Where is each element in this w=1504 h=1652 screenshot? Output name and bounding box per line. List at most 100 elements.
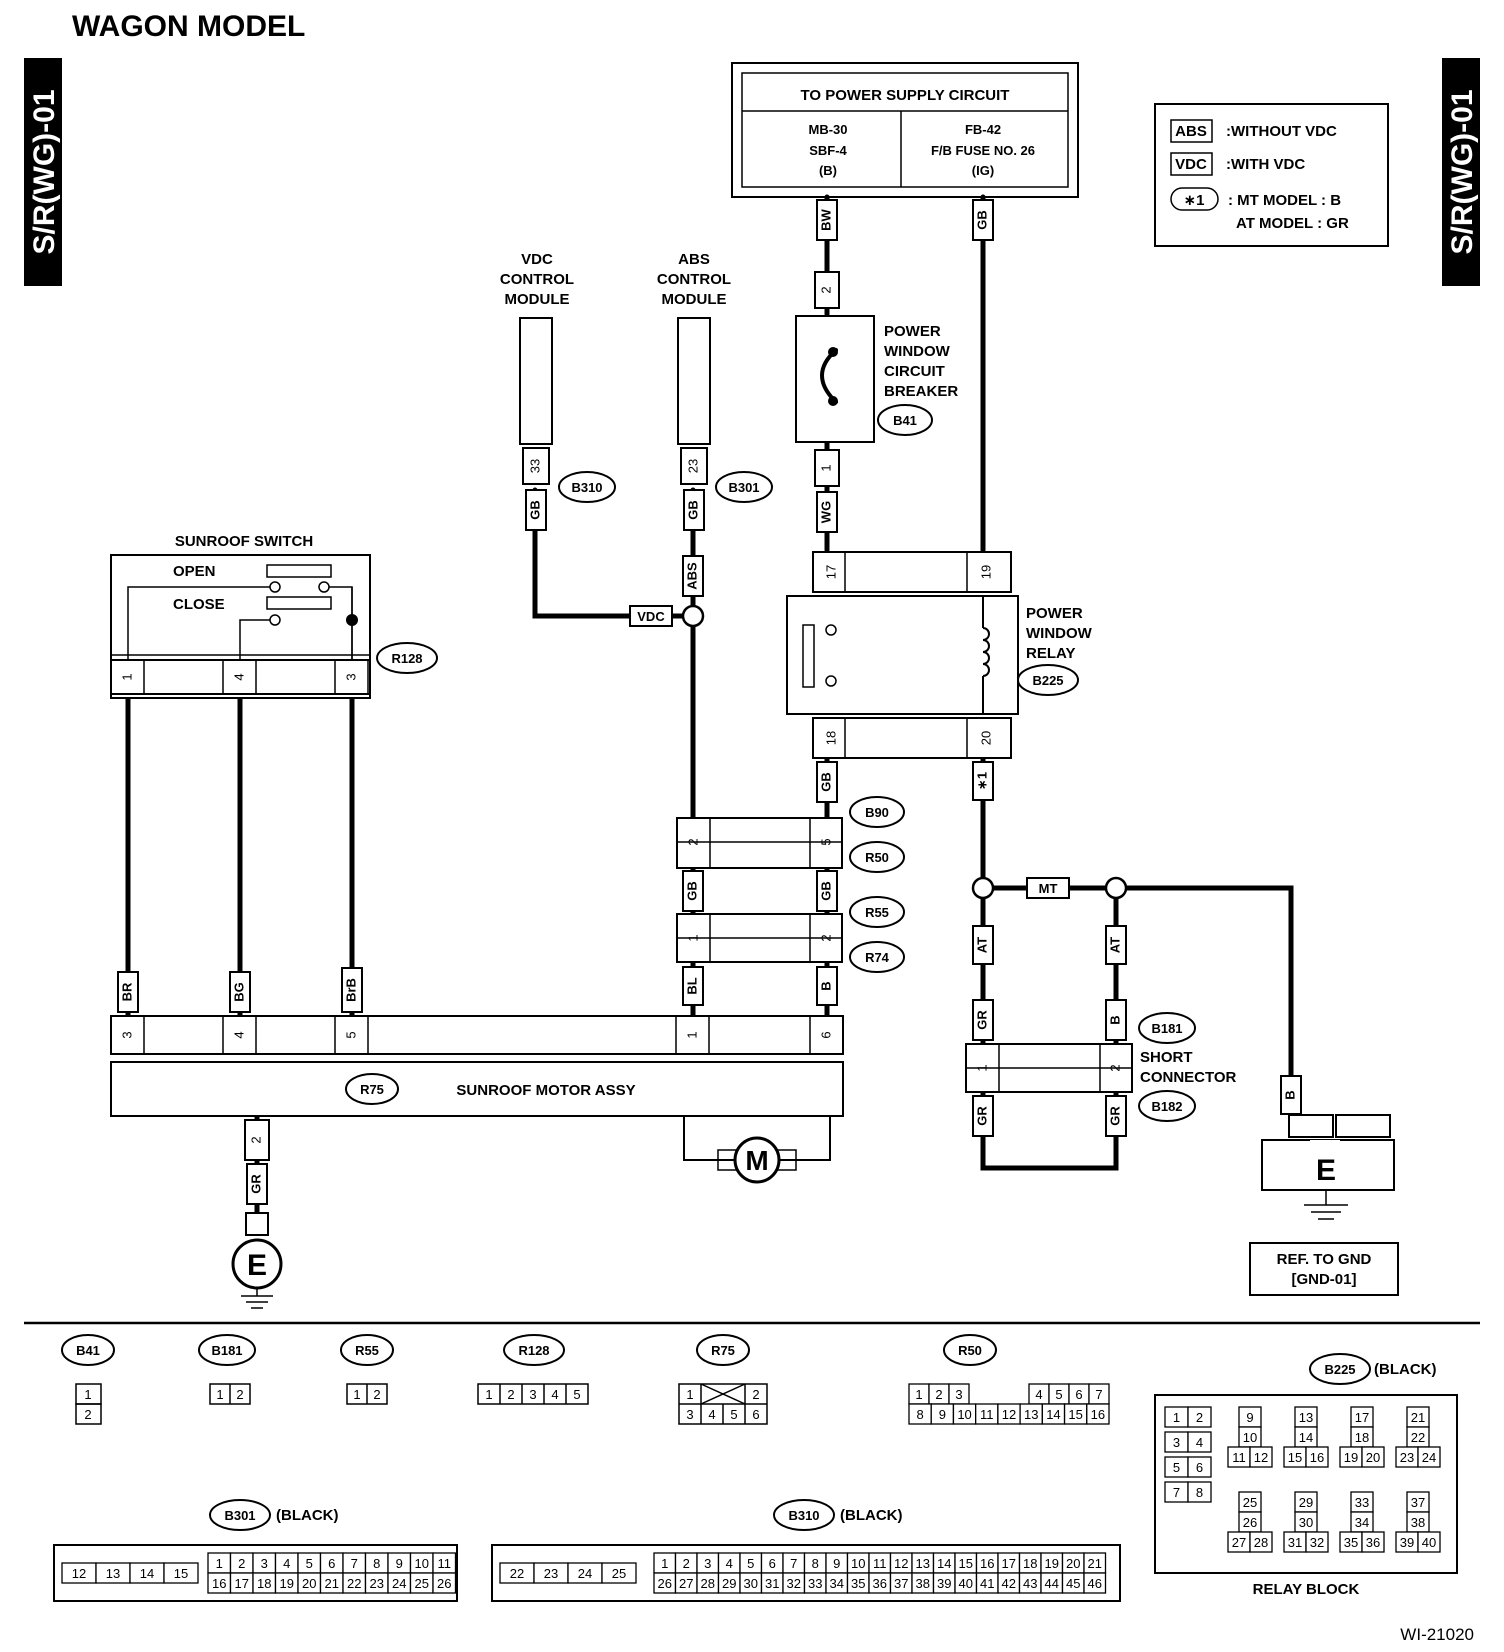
svg-text:5: 5 [818, 838, 833, 845]
r50-pin-label: 10 [957, 1407, 971, 1422]
b225-pin-label: 36 [1366, 1535, 1380, 1550]
b310-pin-label: 24 [578, 1566, 592, 1581]
r50-pin-label: 7 [1095, 1387, 1102, 1402]
svg-text:OPEN: OPEN [173, 563, 216, 580]
b310-pin-label: 18 [1023, 1556, 1037, 1571]
b225-pin-label: 33 [1355, 1495, 1369, 1510]
svg-text:2: 2 [507, 1387, 514, 1402]
svg-text:B: B [1107, 1015, 1122, 1024]
b301-pin-label: 10 [415, 1556, 429, 1571]
b301-pin-label: 15 [174, 1566, 188, 1581]
svg-text:2: 2 [752, 1387, 759, 1402]
svg-text:3: 3 [119, 1031, 134, 1038]
svg-text:2: 2 [685, 838, 700, 845]
connector-id-r55: R55 [849, 896, 905, 928]
svg-text:B: B [1282, 1090, 1297, 1099]
face-r75: R75 1 2 3 4 5 6 [678, 1334, 768, 1425]
b310-pin-label: 19 [1045, 1556, 1059, 1571]
b310-pin-label: 42 [1002, 1576, 1016, 1591]
b310-pin-label: 13 [916, 1556, 930, 1571]
b225-pin-label: 23 [1400, 1450, 1414, 1465]
b225-pin-label: 21 [1411, 1410, 1425, 1425]
svg-text:B301: B301 [224, 1508, 255, 1523]
svg-text:BG: BG [231, 982, 246, 1002]
b225-pin [1249, 1531, 1273, 1553]
svg-text:1: 1 [684, 1031, 699, 1038]
b310-pin-label: 37 [894, 1576, 908, 1591]
b301-pin-label: 7 [351, 1556, 358, 1571]
svg-text:VDC: VDC [637, 609, 665, 624]
b225-pin-label: 17 [1355, 1410, 1369, 1425]
legend-tag-vdc: VDC [1175, 156, 1207, 173]
b310-pin-label: 39 [937, 1576, 951, 1591]
svg-text:SBF-4: SBF-4 [809, 143, 847, 158]
wire-color-gb-relay: GB [816, 761, 838, 803]
svg-text:5: 5 [730, 1407, 737, 1422]
b301-pin-label: 13 [106, 1566, 120, 1581]
b225-pin-label: 18 [1355, 1430, 1369, 1445]
svg-text:RELAY: RELAY [1026, 645, 1075, 662]
svg-text:B182: B182 [1151, 1099, 1182, 1114]
legend-tag-star1: ∗1 [1184, 192, 1205, 209]
b225-pin-label: 25 [1243, 1495, 1257, 1510]
svg-text:GB: GB [818, 772, 833, 792]
b310-pin-label: 45 [1066, 1576, 1080, 1591]
svg-text:1: 1 [685, 934, 700, 941]
connector-b90-r50: 2 5 [676, 817, 843, 869]
svg-text:B310: B310 [571, 480, 602, 495]
b310-pin-label: 14 [937, 1556, 951, 1571]
b301-pin-label: 20 [302, 1576, 316, 1591]
b301-pin-label: 12 [72, 1566, 86, 1581]
connector-id-b90: B90 [849, 796, 905, 828]
b310-pin-label: 1 [661, 1556, 668, 1571]
legend-text-mt: : MT MODEL : B [1228, 192, 1341, 209]
b310-pin [1083, 1572, 1107, 1594]
b225-pin [1305, 1446, 1329, 1468]
svg-text:R74: R74 [865, 950, 890, 965]
b301-pin-label: 26 [437, 1576, 451, 1591]
b301-pin-label: 22 [347, 1576, 361, 1591]
svg-text:1: 1 [818, 464, 833, 471]
svg-text:BL: BL [684, 977, 699, 994]
b310-pin-label: 10 [851, 1556, 865, 1571]
b301-pin-label: 25 [415, 1576, 429, 1591]
b225-pin-label: 28 [1254, 1535, 1268, 1550]
svg-text:1: 1 [216, 1387, 223, 1402]
sunroof-switch-connector: 1 4 3 [110, 659, 371, 695]
b310-pin-label: 25 [612, 1566, 626, 1581]
power-supply-title: TO POWER SUPPLY CIRCUIT [801, 87, 1010, 104]
svg-text:ABS: ABS [678, 251, 710, 268]
b225-pin-label: 20 [1366, 1450, 1380, 1465]
b301-pin-label: 1 [216, 1556, 223, 1571]
svg-text:BrB: BrB [343, 978, 358, 1002]
face-r55: R55 1 2 [340, 1334, 394, 1405]
relay-block-label: RELAY BLOCK [1253, 1581, 1360, 1598]
svg-text:FB-42: FB-42 [965, 122, 1001, 137]
wire-color-gb-r50-left: GB [682, 870, 704, 912]
svg-text:33: 33 [527, 459, 542, 473]
svg-text:R75: R75 [711, 1343, 735, 1358]
b301-pin-label: 19 [280, 1576, 294, 1591]
tag-vdc: VDC [629, 605, 673, 627]
r50-pin-label: 8 [916, 1407, 923, 1422]
svg-text:BREAKER: BREAKER [884, 383, 958, 400]
b310-pin-label: 30 [744, 1576, 758, 1591]
b225-pin-label: 26 [1243, 1515, 1257, 1530]
tag-star1: ∗1 [972, 761, 994, 801]
b225-pin-label: 9 [1246, 1410, 1253, 1425]
svg-text:GR: GR [974, 1106, 989, 1126]
svg-text:4: 4 [708, 1407, 715, 1422]
r50-pin-label: 1 [915, 1387, 922, 1402]
r50-pin-label: 2 [935, 1387, 942, 1402]
svg-text:GB: GB [974, 210, 989, 230]
connector-id-b182: B182 [1138, 1090, 1196, 1122]
svg-text:18: 18 [823, 731, 838, 745]
r50-pin-label: 3 [955, 1387, 962, 1402]
svg-text:B181: B181 [211, 1343, 242, 1358]
b225-pin-label: 14 [1299, 1430, 1313, 1445]
svg-text:R128: R128 [518, 1343, 549, 1358]
connector-r55-r74: 1 2 [676, 913, 843, 963]
ground-symbol-left: E [231, 1212, 283, 1309]
wire-color-br: BR [117, 971, 139, 1013]
